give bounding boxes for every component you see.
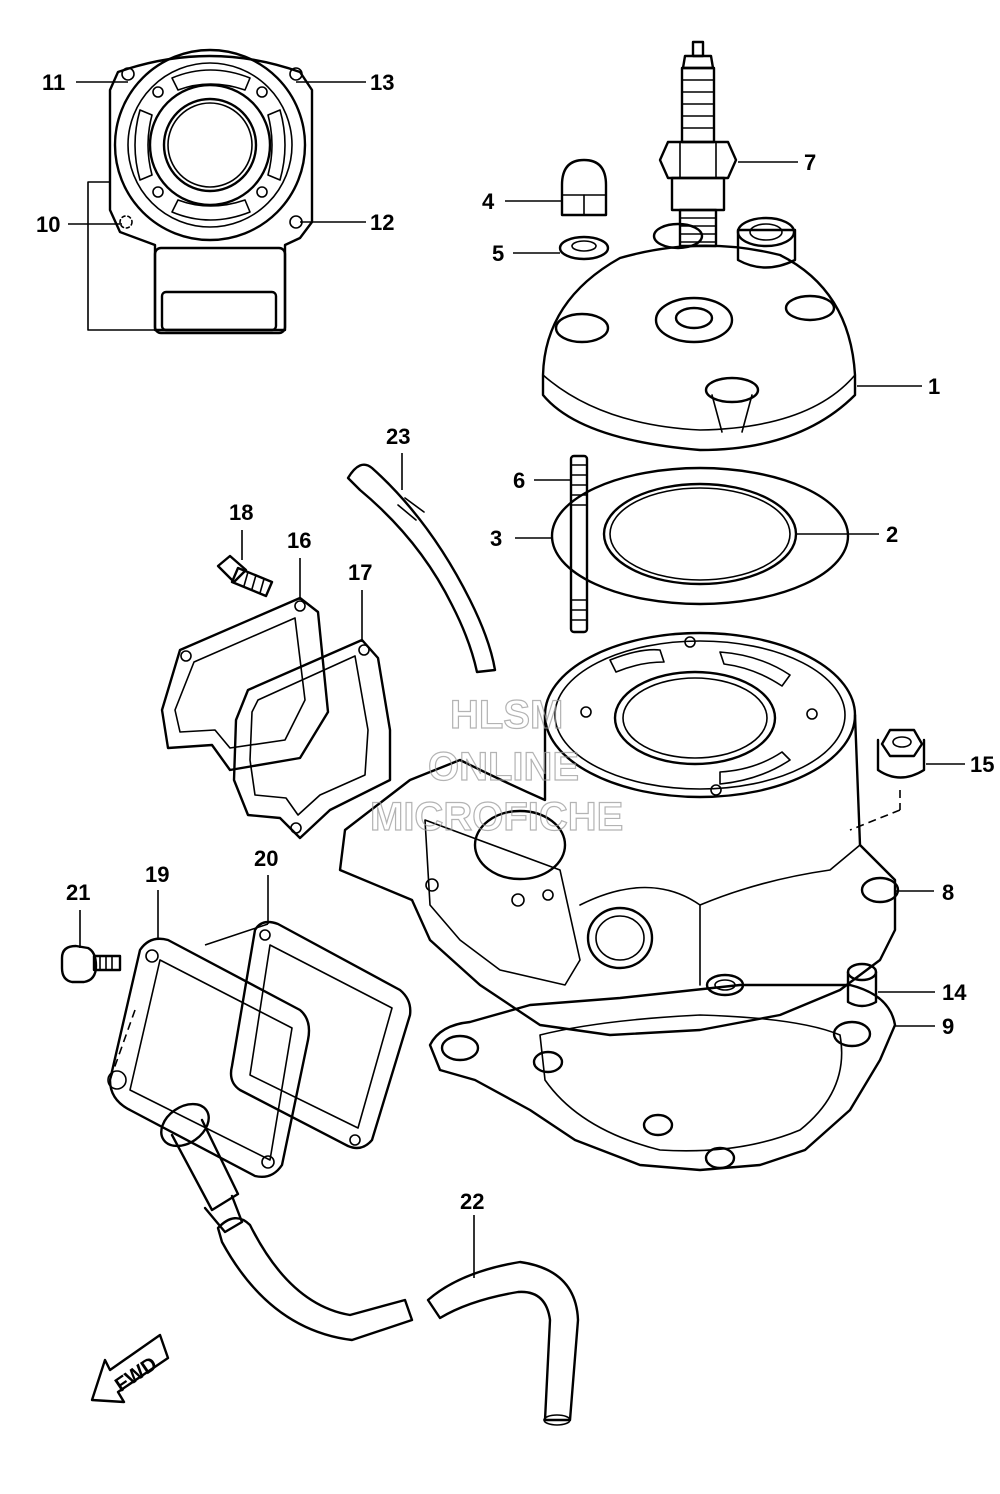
drain-hose xyxy=(216,1217,580,1426)
breather-hose xyxy=(346,463,497,674)
cap-nut xyxy=(560,158,608,217)
callout-23: 23 xyxy=(386,424,410,449)
cylinder-top-view-inset xyxy=(87,48,314,335)
spark-plug xyxy=(658,40,738,248)
o-ring xyxy=(602,482,798,586)
flange-bolt xyxy=(216,554,274,598)
reed-valve-gasket xyxy=(160,596,330,772)
callout-6: 6 xyxy=(513,468,525,493)
callout-1: 1 xyxy=(928,374,940,399)
reed-valve-spacer-gasket xyxy=(232,638,392,840)
flange-nut xyxy=(876,728,926,779)
callout-15: 15 xyxy=(970,752,994,777)
fwd-arrow-icon: FWD xyxy=(90,1333,170,1404)
reed-valve-cover-gasket xyxy=(229,920,412,1150)
callout-9: 9 xyxy=(942,1014,954,1039)
callout-21: 21 xyxy=(66,880,90,905)
cylinder-head xyxy=(541,216,857,452)
callout-4: 4 xyxy=(482,189,495,214)
watermark-line-2: ONLINE xyxy=(428,745,579,789)
callout-18: 18 xyxy=(229,500,253,525)
callout-14: 14 xyxy=(942,980,967,1005)
watermark-line-1: HLSM xyxy=(450,693,563,737)
cylinder-base-gasket xyxy=(428,983,897,1172)
callout-5: 5 xyxy=(492,241,504,266)
callout-20: 20 xyxy=(254,846,278,871)
callout-11: 11 xyxy=(42,70,65,95)
reed-valve-cover xyxy=(107,937,311,1234)
watermark-line-3: MICROFICHE xyxy=(370,795,623,839)
callout-3: 3 xyxy=(490,526,502,551)
washer xyxy=(558,235,610,261)
hex-bolt xyxy=(60,944,122,984)
callout-17: 17 xyxy=(348,560,372,585)
dowel-pin xyxy=(846,962,878,1008)
callout-10: 10 xyxy=(36,212,60,237)
leader-lines xyxy=(68,81,965,1278)
callout-8: 8 xyxy=(942,880,954,905)
callout-22: 22 xyxy=(460,1189,484,1214)
watermark: HLSM ONLINE MICROFICHE xyxy=(369,692,624,839)
callout-2: 2 xyxy=(886,522,898,547)
callout-19: 19 xyxy=(145,862,169,887)
callout-16: 16 xyxy=(287,528,311,553)
fwd-label: FWD xyxy=(111,1353,161,1397)
stud-bolt xyxy=(569,454,589,634)
callout-7: 7 xyxy=(804,150,816,175)
callout-13: 13 xyxy=(370,70,394,95)
callout-labels: 11 13 10 12 7 4 5 1 23 6 2 3 18 16 17 15… xyxy=(36,70,994,1214)
head-gasket xyxy=(550,466,850,606)
callout-12: 12 xyxy=(370,210,394,235)
